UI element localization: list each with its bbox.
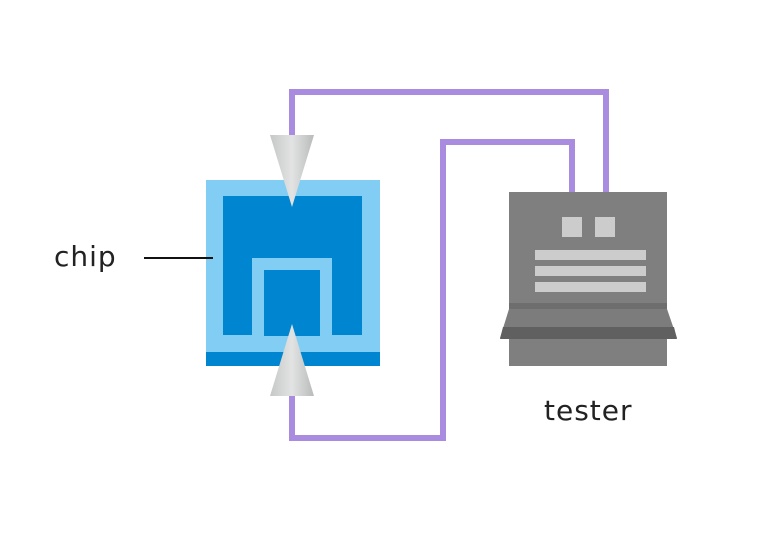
- tester-button-2: [595, 217, 615, 237]
- tester-base: [509, 339, 667, 366]
- tester-display-line-3: [535, 282, 646, 292]
- probe-bottom-icon: [270, 324, 314, 396]
- chip-label: chip: [54, 240, 117, 273]
- tester-shelf-band: [509, 303, 667, 309]
- wire-top: [289, 89, 609, 192]
- tester-keyboard-edge: [500, 327, 677, 339]
- tester-display-line-1: [535, 250, 646, 260]
- chip-inner-block: [223, 196, 362, 335]
- tester-label: tester: [544, 394, 633, 427]
- wire-bottom: [289, 139, 575, 441]
- tester-display-line-2: [535, 266, 646, 276]
- tester-button-1: [562, 217, 582, 237]
- probe-top-icon: [270, 135, 314, 207]
- tester: [500, 192, 677, 366]
